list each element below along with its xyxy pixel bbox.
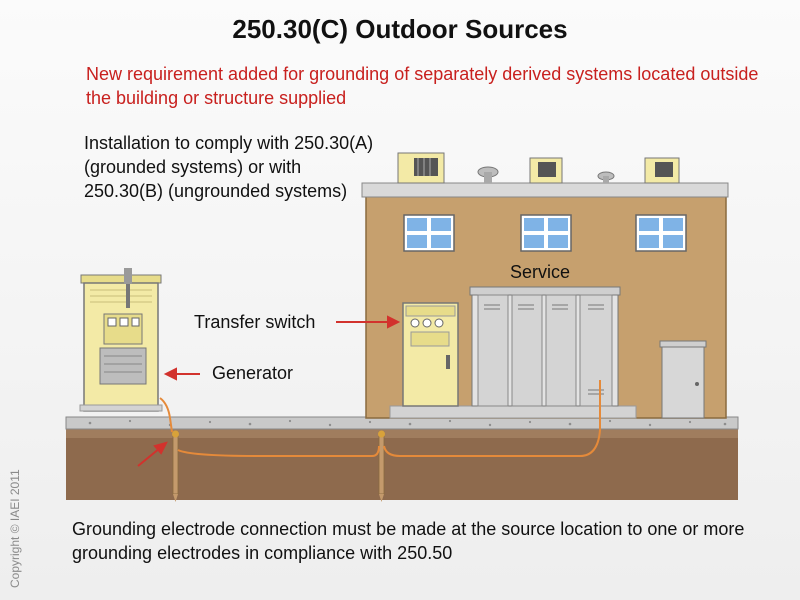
concrete-grade (65, 416, 739, 430)
installation-note: Installation to comply with 250.30(A) (g… (84, 133, 374, 201)
roof-vent-2 (597, 171, 615, 183)
arrows (137, 315, 401, 467)
window-1 (403, 214, 455, 252)
rooftop-unit-1 (397, 152, 445, 184)
service-switchgear (469, 286, 621, 407)
generator-label: Generator (212, 363, 294, 383)
earth (66, 428, 738, 500)
earth-shade (66, 428, 738, 438)
grounding-conductors (159, 380, 601, 457)
subtitle: New requirement added for grounding of s… (86, 64, 759, 108)
window-2 (520, 214, 572, 252)
rooftop-unit-2 (529, 157, 563, 184)
copyright: Copyright © IAEI 2011 (8, 469, 22, 588)
window-3 (635, 214, 687, 252)
electrode-note: Grounding electrode connection must be m… (72, 519, 745, 563)
rooftop-unit-3 (644, 157, 680, 184)
transfer-switch-label: Transfer switch (194, 312, 316, 332)
generator (79, 268, 163, 412)
page-title: 250.30(C) Outdoor Sources (232, 14, 568, 44)
grounding-electrode-building (378, 430, 385, 502)
roof-vent-1 (477, 166, 499, 183)
building-roof (361, 182, 729, 198)
transfer-switch (402, 302, 459, 407)
grounding-electrode-generator (172, 430, 179, 502)
service-label: Service (510, 262, 571, 282)
building-door (659, 340, 707, 419)
